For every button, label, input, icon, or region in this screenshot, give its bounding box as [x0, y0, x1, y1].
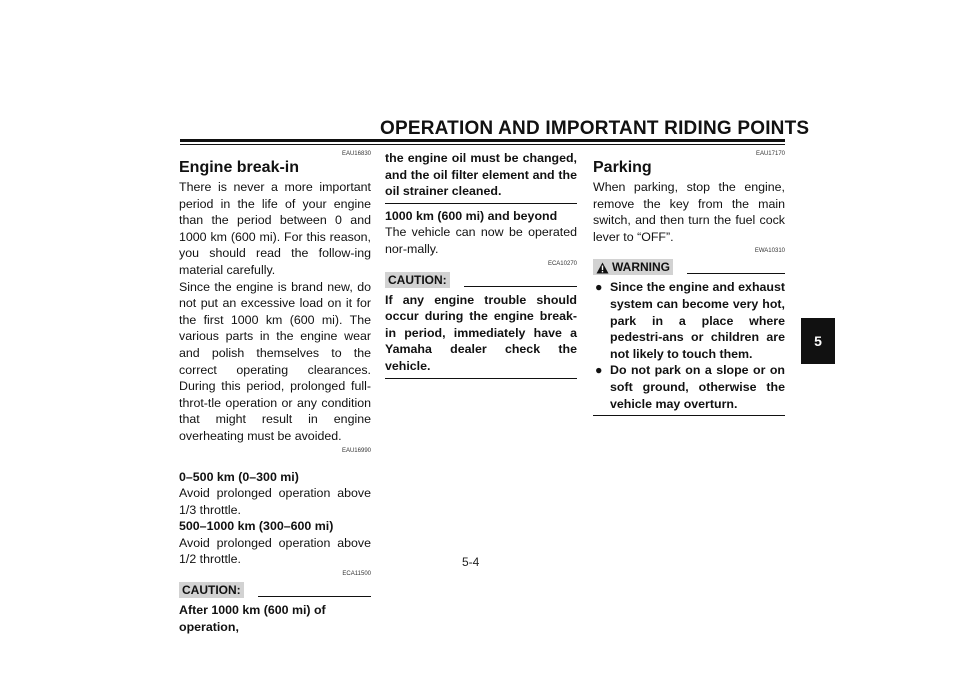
subheading: 500–1000 km (300–600 mi) — [179, 519, 334, 534]
caution-label: CAUTION: — [385, 271, 450, 288]
subheading: 1000 km (600 mi) and beyond — [385, 208, 558, 223]
caution-text: After 1000 km (600 mi) of operation, — [179, 603, 326, 634]
section-code: ECA10270 — [547, 260, 577, 267]
header-rule — [180, 139, 785, 142]
paragraph: There is never a more important period i… — [179, 180, 371, 277]
section-code: EAU17170 — [755, 151, 785, 157]
caution-end-rule — [385, 377, 577, 379]
warning-label-box: WARNING — [593, 259, 673, 276]
chapter-tab: 5 — [801, 318, 835, 364]
caution-rule — [463, 285, 577, 287]
paragraph: The vehicle can now be operated nor-mall… — [385, 225, 577, 256]
section-code: EAU16830 — [341, 151, 371, 157]
caution-text: If any engine trouble should occur durin… — [385, 292, 577, 373]
caution-text-continued: the engine oil must be changed, and the … — [385, 151, 577, 199]
column-middle: the engine oil must be changed, and the … — [385, 150, 577, 379]
warning-list: ● Since the engine and exhaust system can… — [593, 279, 785, 412]
chapter-number: 5 — [814, 333, 822, 349]
caution-label: CAUTION: — [179, 582, 244, 599]
page-number: 5-4 — [462, 555, 480, 569]
warning-label: WARNING — [612, 260, 670, 275]
list-item: ● Since the engine and exhaust system can… — [593, 279, 785, 362]
list-item-text: Since the engine and exhaust system can … — [610, 280, 785, 361]
paragraph: Since the engine is brand new, do not pu… — [179, 279, 371, 443]
section-heading-parking: Parking — [593, 159, 652, 176]
header-rule-thin — [180, 144, 785, 145]
list-item-text: Do not park on a slope or on soft ground… — [610, 363, 785, 411]
subheading: 0–500 km (0–300 mi) — [179, 469, 299, 484]
caution-end-rule — [385, 202, 577, 204]
bullet-icon: ● — [595, 363, 603, 378]
section-heading-engine-break-in: Engine break-in — [179, 159, 300, 176]
paragraph: When parking, stop the engine, remove th… — [593, 180, 785, 244]
list-item: ● Do not park on a slope or on soft groun… — [593, 362, 785, 412]
section-code: EAU16990 — [341, 447, 371, 454]
page-header-title: OPERATION AND IMPORTANT RIDING POINTS — [380, 118, 810, 139]
column-left: EAU16830 Engine break-in There is never … — [179, 150, 371, 635]
section-code: EWA10310 — [754, 248, 785, 255]
paragraph: Avoid prolonged operation above 1/2 thro… — [179, 535, 371, 567]
warning-rule — [687, 273, 785, 275]
paragraph: Avoid prolonged operation above 1/3 thro… — [179, 486, 371, 517]
caution-box: CAUTION: — [385, 270, 577, 288]
warning-box: WARNING — [593, 257, 785, 276]
bullet-icon: ● — [595, 280, 603, 295]
section-code: ECA11500 — [342, 571, 371, 578]
caution-rule — [257, 596, 371, 598]
column-right: EAU17170 Parking When parking, stop the … — [593, 150, 785, 417]
warning-end-rule — [593, 415, 785, 417]
warning-triangle-icon — [596, 262, 609, 274]
caution-box: CAUTION: — [179, 580, 371, 599]
